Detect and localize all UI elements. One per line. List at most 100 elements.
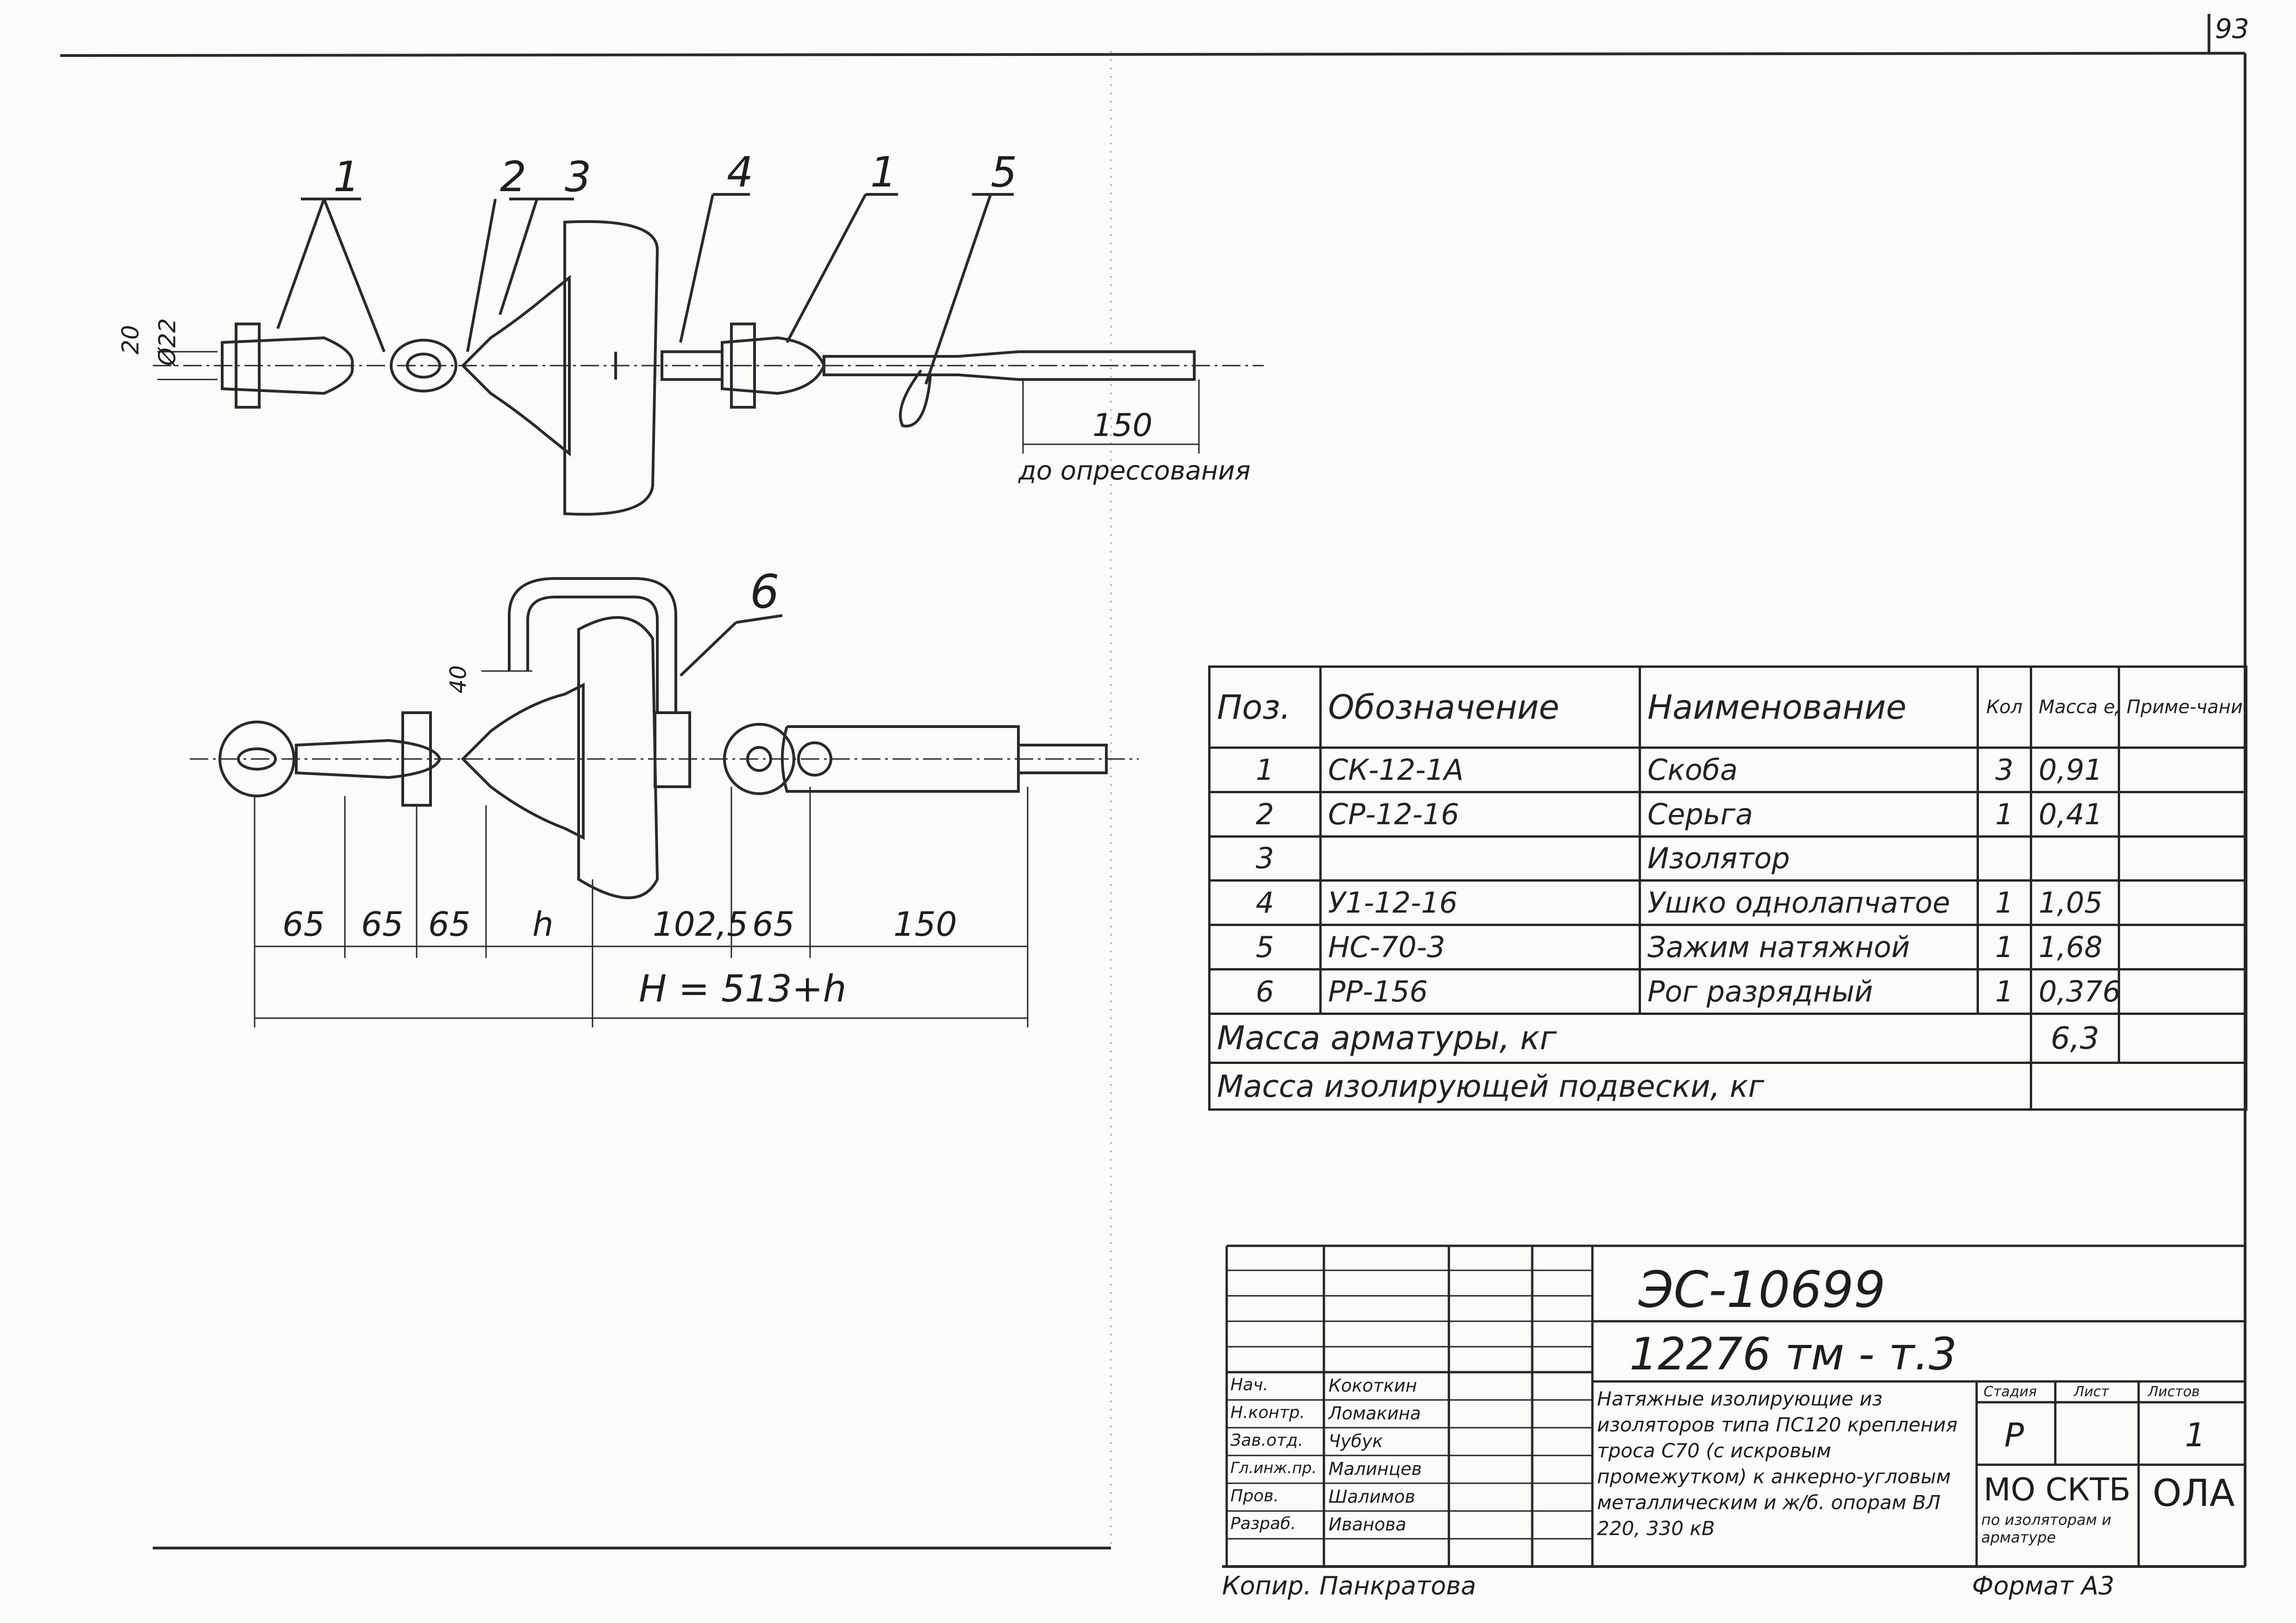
role-5: Пров. [1230, 1486, 1279, 1505]
dim-65-a: 65 [282, 905, 325, 944]
row-qty [1977, 835, 2032, 882]
row-code: СР-12-16 [1319, 790, 1641, 838]
frame-top-line [60, 52, 2246, 57]
row-note [2118, 835, 2247, 882]
mass-fittings-value: 6,3 [2030, 1012, 2120, 1064]
row-mass: 0,91 [2030, 746, 2120, 793]
row-mass: 0,41 [2030, 790, 2120, 838]
mass-fittings-label: Масса арматуры, кг [1208, 1012, 2032, 1064]
callout-1-left: 1 [333, 153, 360, 201]
dim-102-5: 102,5 [653, 905, 749, 944]
shackle-left-bottom [295, 739, 442, 779]
table-row: 2 СР-12-16 Серьга 1 0,41 [1208, 790, 2247, 838]
insulator-disc-bottom [577, 616, 659, 899]
sheet-label: Лист [2074, 1384, 2109, 1400]
row-pos: 4 [1208, 879, 1322, 926]
row-mass: 1,05 [2030, 879, 2120, 926]
mass-suspension-row: Масса изолирующей подвески, кг [1208, 1062, 2247, 1111]
header-pos: Поз. [1208, 665, 1322, 749]
dim-20: 20 [117, 325, 144, 354]
header-designation: Обозначение [1319, 665, 1641, 749]
dim-150-bottom: 150 [893, 905, 957, 944]
specification-table: Поз. Обозначение Наименование Кол Масса … [1208, 665, 2247, 1111]
discharge-horn-6 [508, 577, 677, 713]
callout-2: 2 [500, 153, 527, 201]
dim-40: 40 [445, 665, 472, 694]
name-3: Чубук [1329, 1431, 1383, 1451]
tension-clamp-bottom [781, 725, 1020, 793]
role-3: Зав.отд. [1230, 1431, 1304, 1450]
row-pos: 2 [1208, 790, 1322, 838]
dim-d22: Ø22 [154, 318, 181, 366]
row-code: У1-12-16 [1319, 879, 1641, 926]
header-qty: Кол [1977, 665, 2032, 749]
note-before-crimping: до опрессования [1018, 456, 1251, 486]
table-row: 1 СК-12-1А Скоба 3 0,91 [1208, 746, 2247, 793]
mass-fittings-empty [2118, 1012, 2247, 1064]
role-2: Н.контр. [1230, 1403, 1305, 1422]
eye-bottom [723, 723, 795, 795]
callout-5: 5 [991, 148, 1017, 197]
callout-3: 3 [565, 153, 592, 201]
earring-left [218, 721, 295, 797]
bottom-view-assembly [190, 577, 1139, 1027]
org-logo: ОЛА [2152, 1472, 2235, 1515]
row-pos: 5 [1208, 924, 1322, 970]
sheets-value: 1 [2185, 1416, 2206, 1454]
name-6: Иванова [1329, 1514, 1406, 1535]
callout-1-right: 1 [870, 148, 897, 197]
callout-6: 6 [750, 565, 780, 619]
table-row: 3 Изолятор [1208, 835, 2247, 882]
role-1: Нач. [1230, 1375, 1268, 1394]
row-name: Зажим натяжной [1639, 924, 1979, 970]
sheets-label: Листов [2148, 1384, 2200, 1400]
row-note [2118, 968, 2247, 1015]
insulator-cap-bottom [461, 683, 585, 840]
row-code: СК-12-1А [1319, 746, 1641, 793]
insulator-cap [461, 274, 571, 457]
row-qty: 1 [1977, 879, 2032, 926]
stage-label: Стадия [1984, 1384, 2037, 1400]
row-name: Изолятор [1639, 835, 1979, 882]
shackle-left [221, 336, 354, 395]
organization-sub: по изоляторам и арматуре [1981, 1511, 2112, 1546]
top-view-assembly [153, 193, 1264, 516]
name-1: Кокоткин [1329, 1375, 1417, 1396]
row-note [2118, 879, 2247, 926]
row-mass: 1,68 [2030, 924, 2120, 970]
dim-65-c: 65 [428, 905, 471, 944]
spec-header-row: Поз. Обозначение Наименование Кол Масса … [1208, 665, 2247, 749]
dim-65-d: 65 [752, 905, 795, 944]
drawing-description: Натяжные изолирующие из изоляторов типа … [1597, 1387, 1958, 1540]
table-row: 6 РР-156 Рог разрядный 1 0,376 [1208, 968, 2247, 1015]
mass-suspension-label: Масса изолирующей подвески, кг [1208, 1062, 2032, 1111]
bolt-right [730, 323, 756, 409]
bolt-left [235, 323, 261, 409]
mass-fittings-row: Масса арматуры, кг 6,3 [1208, 1012, 2247, 1064]
row-qty: 1 [1977, 790, 2032, 838]
tension-clamp [823, 350, 1196, 381]
row-name: Скоба [1639, 746, 1979, 793]
organization: МО СКТБ [1984, 1472, 2131, 1508]
row-qty: 3 [1977, 746, 2032, 793]
header-note: Приме-чание [2118, 665, 2247, 749]
row-note [2118, 790, 2247, 838]
row-mass: 0,376 [2030, 968, 2120, 1015]
role-6: Разраб. [1230, 1514, 1296, 1533]
row-qty: 1 [1977, 924, 2032, 970]
row-note [2118, 924, 2247, 970]
header-name: Наименование [1639, 665, 1979, 749]
row-mass [2030, 835, 2120, 882]
callout-4: 4 [727, 148, 754, 197]
header-mass: Масса ед. кг [2030, 665, 2120, 749]
row-pos: 3 [1208, 835, 1322, 882]
row-pos: 6 [1208, 968, 1322, 1015]
role-4: Гл.инж.пр. [1230, 1459, 1317, 1477]
row-name: Серьга [1639, 790, 1979, 838]
copied-by: Копир. Панкратова [1222, 1571, 1476, 1600]
row-code [1319, 835, 1641, 882]
name-2: Ломакина [1329, 1403, 1421, 1424]
clamp-horn-5 [899, 369, 932, 428]
row-qty: 1 [1977, 968, 2032, 1015]
